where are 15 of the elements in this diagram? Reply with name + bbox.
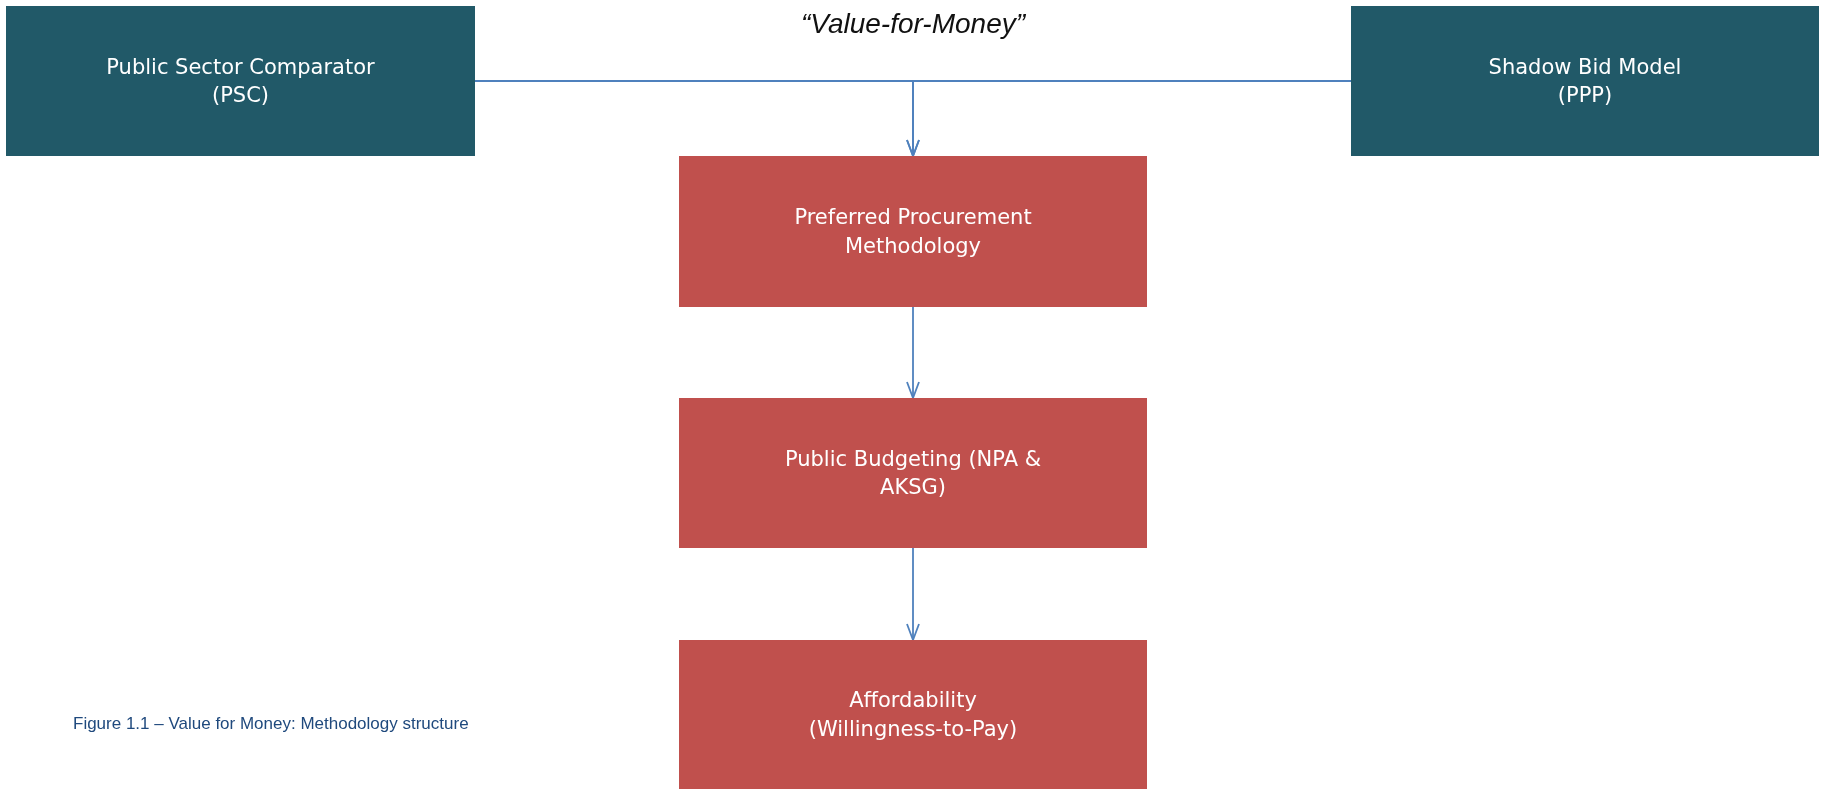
arrow [906, 306, 920, 399]
node-label: Public Budgeting (NPA & AKSG) [783, 445, 1043, 501]
model-box [1351, 6, 1819, 156]
arrow [906, 80, 1352, 157]
node-label: Shadow Bid Model (PPP) [1487, 53, 1683, 109]
figure-caption: Figure 1.1 – Value for Money: Methodology structure [73, 714, 469, 734]
node-label: Public Sector Comparator (PSC) [105, 53, 376, 109]
model-box [6, 6, 475, 156]
node-label: Preferred Procurement Methodology [793, 204, 1033, 260]
process-box [679, 156, 1147, 307]
process-box [679, 640, 1147, 789]
arrow [906, 547, 920, 641]
process-box [679, 398, 1147, 548]
annotation-text: “Value-for-Money” [800, 8, 1026, 40]
node-label: Affordability (Willingness-to-Pay) [807, 687, 1019, 743]
